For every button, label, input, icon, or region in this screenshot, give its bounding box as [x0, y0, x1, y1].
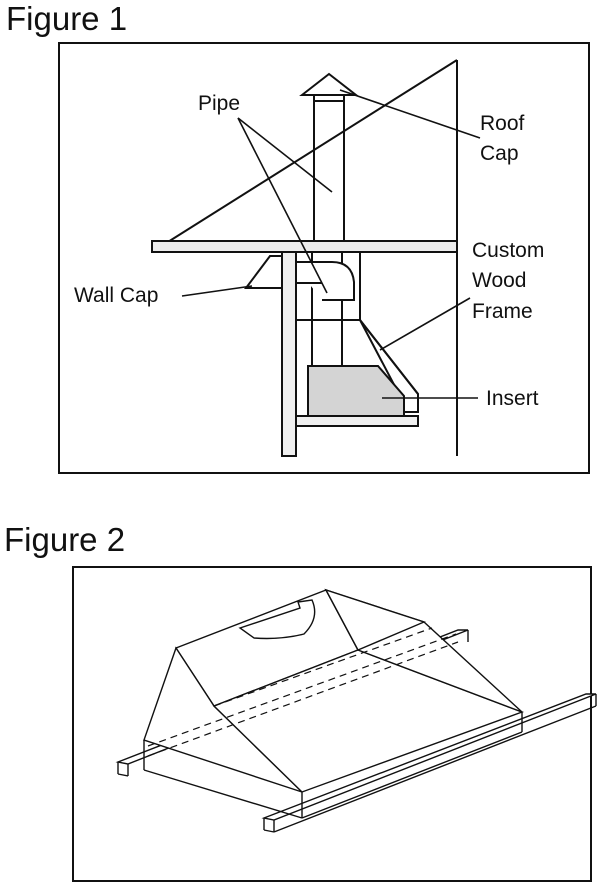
front-rail-bottom — [263, 829, 275, 833]
leader-wall-cap — [181, 285, 253, 297]
figure-2-hidden-lines — [147, 627, 459, 757]
ceiling-band — [151, 240, 458, 253]
label-insert: Insert — [486, 387, 539, 410]
roof-slope — [151, 59, 458, 253]
label-cap: Cap — [480, 142, 519, 165]
leader-roof-cap — [339, 89, 481, 139]
pipe-elbow — [292, 261, 355, 301]
skirt-bottom-left — [143, 769, 303, 819]
duct-outlet-icon — [238, 599, 316, 640]
figure-1-labels: Pipe Roof Cap Custom Wood Frame Wall Cap… — [74, 92, 544, 410]
figure-1-drawing — [151, 59, 458, 457]
label-roof: Roof — [480, 112, 525, 135]
hidden-rail-front — [213, 627, 433, 707]
front-rail-lower — [273, 705, 597, 833]
hidden-rail-back-1 — [147, 633, 457, 747]
skirt-bottom-right — [301, 731, 523, 819]
figure-1-leaders — [181, 89, 481, 399]
figure-2-drawing — [115, 588, 597, 833]
hood-top-right — [324, 588, 426, 651]
label-custom: Custom — [472, 239, 544, 262]
figure-1-title: Figure 1 — [6, 0, 128, 37]
wall-stud-outer — [281, 251, 297, 457]
figure-2-title: Figure 2 — [4, 521, 126, 558]
bottom-shelf — [295, 415, 419, 427]
leader-frame — [379, 297, 471, 351]
figure-2-frame — [72, 566, 592, 882]
figure-1-frame — [58, 42, 590, 474]
label-frame: Frame — [472, 300, 533, 323]
label-pipe: Pipe — [198, 92, 240, 115]
label-wood: Wood — [472, 269, 526, 292]
label-wall-cap: Wall Cap — [74, 284, 158, 307]
leader-pipe-1 — [237, 117, 333, 193]
roof-cap-collar — [313, 94, 345, 102]
frame-slope — [359, 319, 419, 395]
insert-body — [307, 365, 405, 417]
leader-pipe-2 — [237, 117, 328, 294]
back-rail-bottom — [117, 773, 129, 777]
